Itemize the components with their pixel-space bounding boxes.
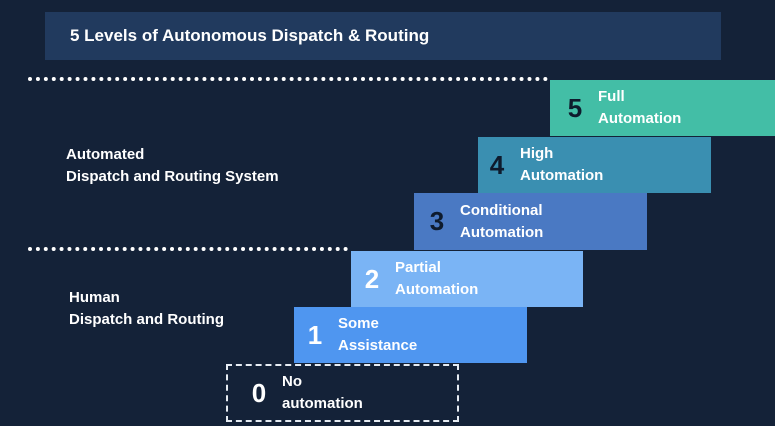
level-4-number: 4 — [489, 149, 505, 180]
level-1-label-line1: Some — [338, 315, 379, 332]
level-2-number: 2 — [364, 263, 380, 294]
level-4-step: 4 High Automation — [478, 137, 711, 193]
level-3-number: 3 — [429, 206, 445, 236]
level-3-label-line1: Conditional — [460, 201, 543, 219]
level-3-step: 3 Conditional Automation — [414, 193, 647, 250]
title-bar: 5 Levels of Autonomous Dispatch & Routin… — [45, 12, 721, 60]
automated-zone-label: Automated Dispatch and Routing System — [66, 144, 279, 188]
level-1-label-line2: Assistance — [338, 337, 418, 354]
level-2-label: Partial Automation — [395, 257, 478, 301]
level-4-label-line2: Automation — [520, 167, 604, 184]
level-1-number: 1 — [307, 319, 323, 350]
level-5-number: 5 — [567, 92, 583, 123]
level-3-label: Conditional Automation — [460, 200, 543, 244]
level-0-step: 0 No automation — [226, 364, 459, 422]
level-5-label: Full Automation — [598, 86, 681, 130]
human-zone-label: Human Dispatch and Routing — [69, 287, 224, 331]
automated-zone-label-line1: Automated — [66, 146, 145, 163]
level-2-step: 2 Partial Automation — [351, 251, 583, 307]
automated-zone-divider — [28, 77, 548, 81]
level-5-label-line1: Full — [598, 88, 625, 105]
level-2-label-line2: Automation — [395, 281, 479, 298]
diagram-title: 5 Levels of Autonomous Dispatch & Routin… — [70, 26, 430, 45]
level-1-step: 1 Some Assistance — [294, 307, 527, 363]
level-3-label-line2: Automation — [460, 223, 544, 241]
level-4-label-line1: High — [520, 145, 554, 162]
level-5-step: 5 Full Automation — [550, 80, 775, 136]
level-0-label-line2: automation — [282, 395, 363, 412]
level-5-label-line2: Automation — [598, 110, 682, 127]
level-0-number: 0 — [251, 377, 267, 408]
automated-zone-label-line2: Dispatch and Routing System — [66, 168, 279, 185]
level-4-label: High Automation — [520, 143, 603, 187]
level-0-label: No automation — [282, 371, 363, 415]
level-1-label: Some Assistance — [338, 313, 417, 357]
human-zone-label-line1: Human — [69, 289, 120, 306]
level-2-label-line1: Partial — [395, 259, 441, 276]
level-0-label-line1: No — [282, 373, 302, 390]
human-zone-divider — [28, 247, 348, 251]
human-zone-label-line2: Dispatch and Routing — [69, 311, 224, 328]
